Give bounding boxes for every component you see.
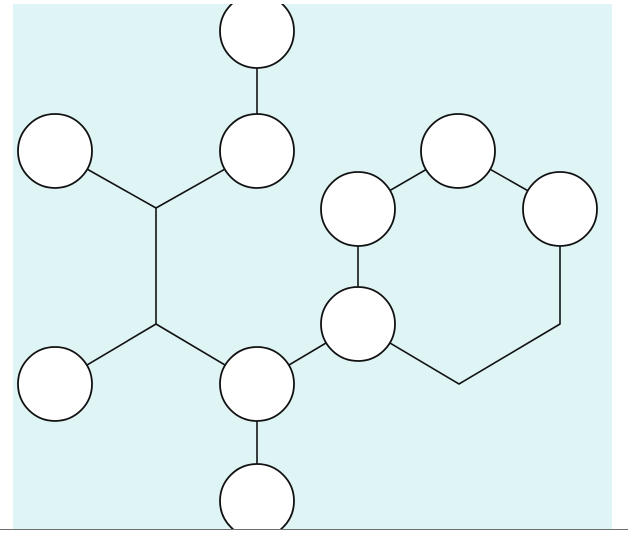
person-short-hair-arms-crossed-icon (219, 346, 295, 422)
node-circle (219, 346, 295, 422)
node-circle (219, 4, 295, 69)
node-circle (320, 286, 396, 362)
node-circle (219, 463, 295, 529)
bottom-strip (0, 530, 628, 535)
people-network-diagram (13, 4, 612, 529)
person-hair-bun-necklace-icon (320, 286, 396, 362)
person-bob-bangs-icon (420, 113, 496, 189)
person-long-wavy-hair-icon (219, 463, 295, 529)
person-nodes (17, 4, 598, 529)
bottom-divider (0, 529, 628, 530)
node-circle (17, 346, 93, 422)
node-circle (522, 171, 598, 247)
person-bob-hair-icon (320, 171, 396, 247)
node-circle (17, 113, 93, 189)
person-short-hair-man-icon (522, 171, 598, 247)
network-illustration (13, 4, 612, 529)
person-long-hair-icon (17, 346, 93, 422)
person-short-hair-icon (219, 4, 295, 69)
edge-p6-p7 (357, 209, 561, 385)
node-circle (420, 113, 496, 189)
person-long-hair-blazer-icon (219, 113, 295, 189)
node-circle (219, 113, 295, 189)
node-circle (320, 171, 396, 247)
person-hair-bun-icon (17, 113, 93, 189)
diagram-background (13, 4, 612, 529)
